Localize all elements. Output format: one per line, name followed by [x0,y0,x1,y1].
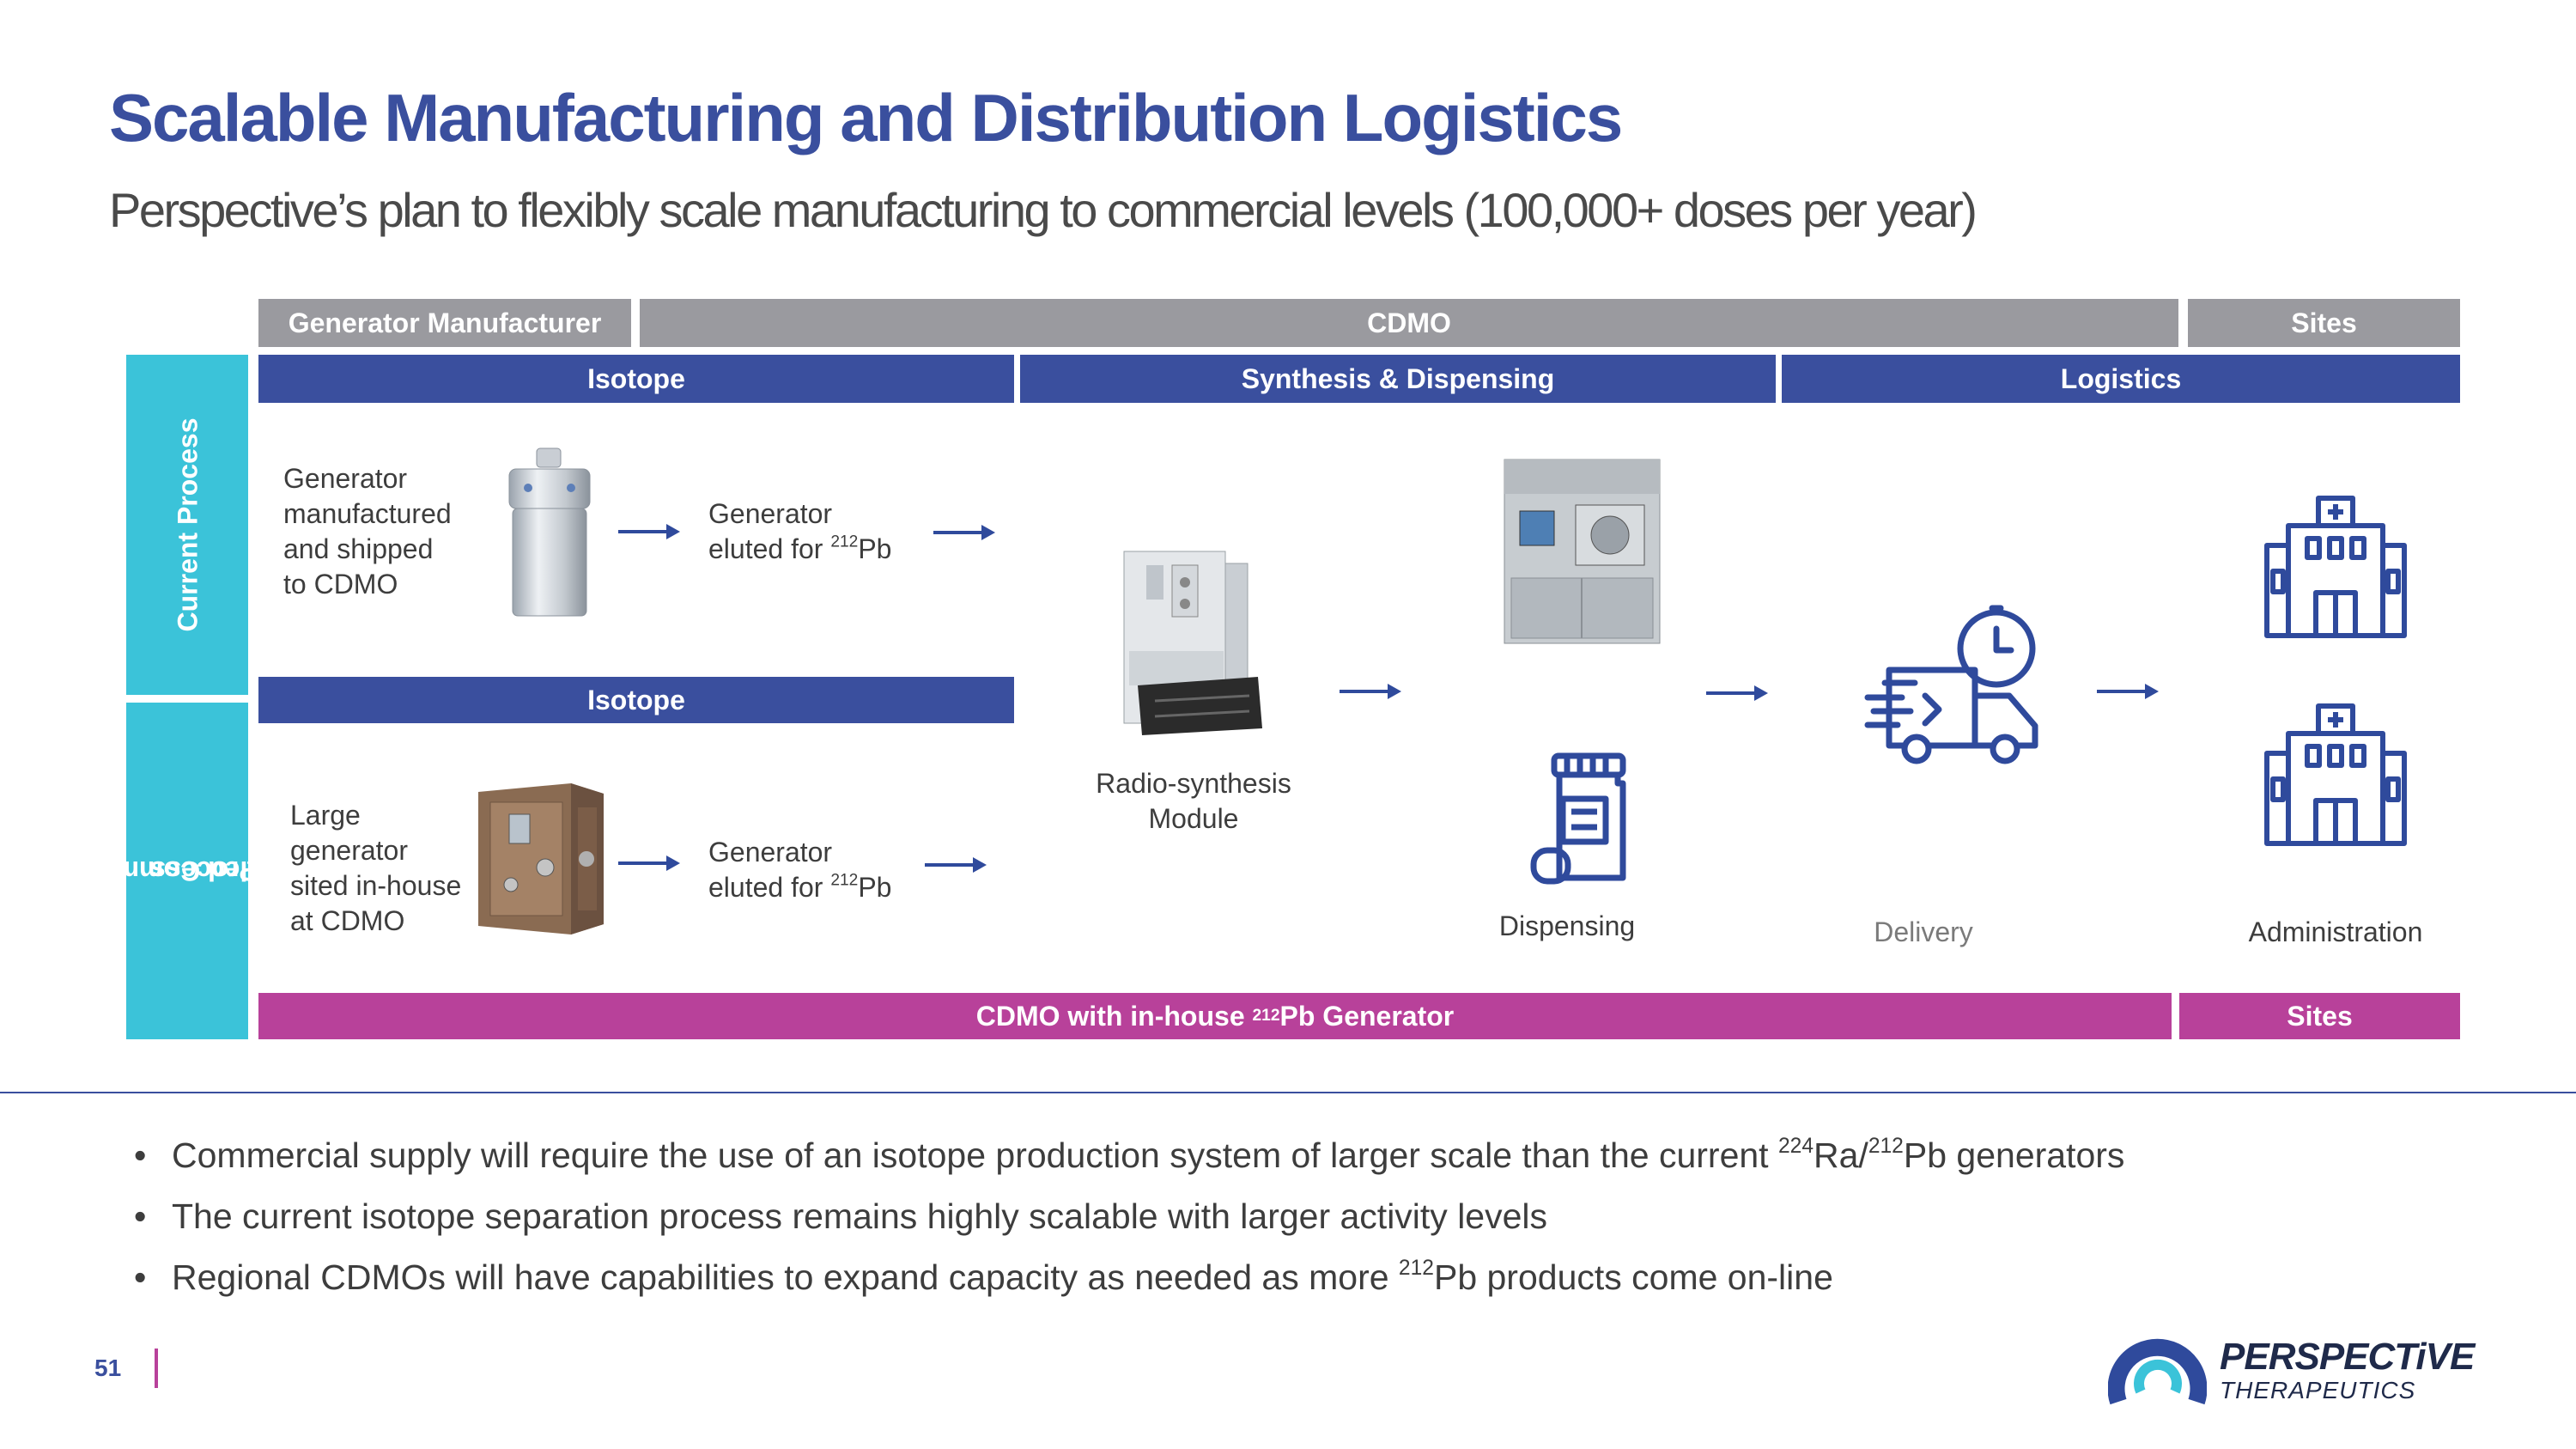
bullet-item: •The current isotope separation process … [134,1196,1548,1236]
isotope-scaled-bar: Isotope [258,677,1014,723]
right-arrow-icon [618,524,680,539]
sites-bottom-bar: Sites [2179,993,2460,1039]
generator-cylinder-image [508,447,591,617]
bullet-item: •Regional CDMOs will have capabilities t… [134,1256,1833,1297]
right-arrow-icon [933,525,995,540]
delivery-truck-icon [1864,605,2038,764]
right-arrow-icon [925,857,987,873]
section-divider [0,1092,2576,1093]
current-eluted-text: Generator eluted for 212Pb [708,498,892,564]
hot-cell-image [1504,459,1661,644]
right-arrow-icon [618,855,680,871]
generator-manufacturer-bar: Generator Manufacturer [258,299,631,347]
sites-top-bar: Sites [2188,299,2460,347]
isotope-bar: Isotope [258,355,1014,403]
dispensing-jar-icon [1530,752,1626,885]
scaled-generator-text: Large generator sited in-house at CDMO [290,800,462,936]
right-arrow-icon [1706,685,1768,701]
logo-subtitle: THERAPEUTICS [2220,1377,2416,1403]
dispensing-label: Dispensing [1498,910,1636,941]
administration-label: Administration [2248,916,2423,947]
delivery-label: Delivery [1874,916,1973,947]
logo-wordmark: PERSPECTiVE [2220,1336,2475,1378]
current-process-label: Current Process [126,355,248,695]
hospital-icon [2264,703,2407,846]
hospital-icon [2264,496,2407,638]
radio-synthesis-module-image [1123,551,1262,735]
bullet-item: •Commercial supply will require the use … [134,1134,2125,1175]
bullet-list: •Commercial supply will require the use … [129,1125,2124,1308]
page-subtitle: Perspective’s plan to flexibly scale man… [109,183,1978,237]
logistics-bar: Logistics [1782,355,2460,403]
page-title: Scalable Manufacturing and Distribution … [109,80,1623,155]
radio-synthesis-label: Radio-synthesis Module [1096,768,1291,834]
large-generator-cabinet-image [478,783,604,935]
perspective-logo-icon [2108,1338,2207,1405]
page-number: 51 [94,1355,122,1381]
page-number-divider [155,1349,158,1388]
synthesis-dispensing-bar: Synthesis & Dispensing [1020,355,1776,403]
current-generator-text: Generator manufactured and shipped to CD… [283,463,452,600]
scaled-eluted-text: Generator eluted for 212Pb [708,837,892,903]
cdmo-bar: CDMO [640,299,2178,347]
right-arrow-icon [1340,684,1401,699]
right-arrow-icon [2097,684,2159,699]
